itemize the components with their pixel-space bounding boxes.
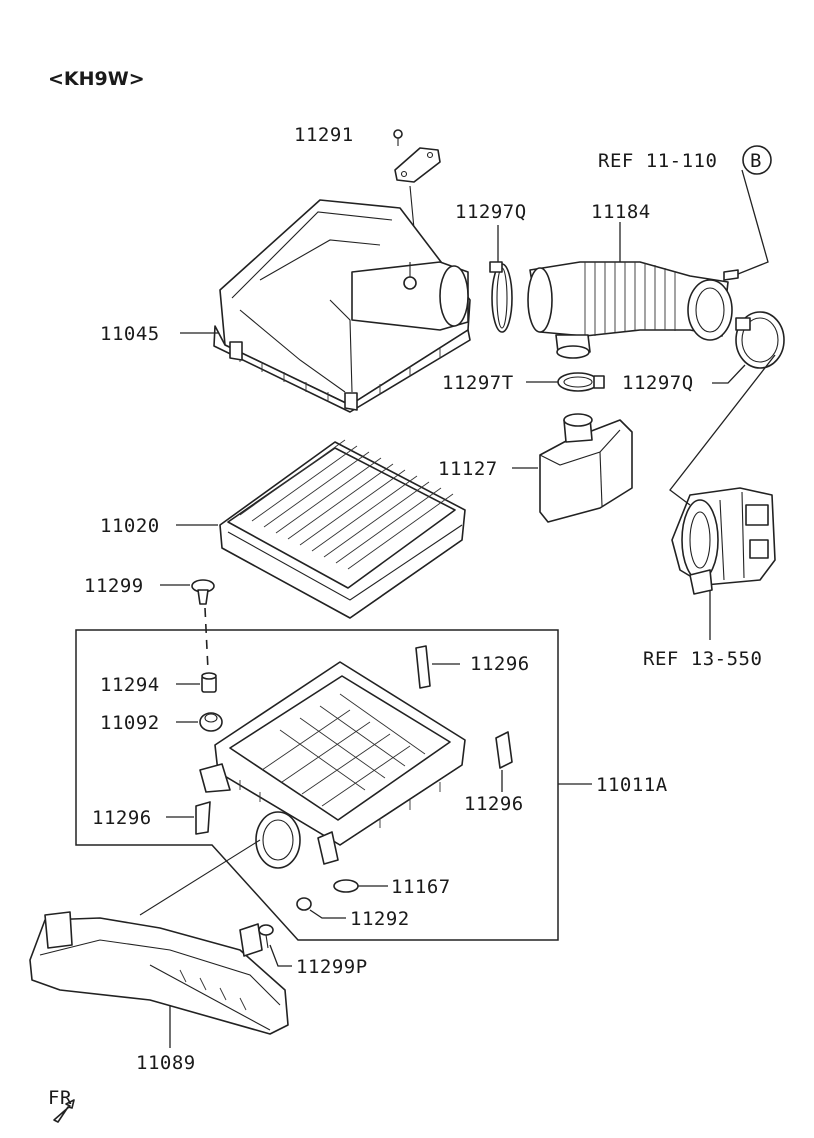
- label-11297q-right: 11297Q: [622, 372, 694, 394]
- seal-plate-drawing: [394, 147, 441, 183]
- label-11184: 11184: [591, 201, 651, 223]
- fr-arrow-icon: [53, 1099, 75, 1123]
- grommet-11167-drawing: [333, 879, 359, 893]
- grommet-11092-drawing: [199, 712, 223, 732]
- label-ref-11-110: REF 11-110: [598, 150, 717, 172]
- label-11296-left: 11296: [92, 807, 152, 829]
- bolt-11299p-drawing: [258, 924, 274, 949]
- label-11011a: 11011A: [596, 774, 668, 796]
- throttle-body-drawing: [671, 487, 776, 595]
- air-cleaner-case-drawing: [199, 661, 466, 869]
- model-code: <KH9W>: [48, 68, 145, 90]
- label-11127: 11127: [438, 458, 498, 480]
- leader-11297q-right: [712, 364, 746, 384]
- assembly-outline-box: [75, 629, 559, 941]
- label-11045: 11045: [100, 323, 160, 345]
- label-11294: 11294: [100, 674, 160, 696]
- label-11020: 11020: [100, 515, 160, 537]
- clamp-11297q-right-drawing: [735, 311, 785, 369]
- air-intake-duct-drawing: [29, 911, 289, 1035]
- sleeve-11294-drawing: [201, 672, 217, 693]
- bolt-11299-drawing: [191, 579, 215, 605]
- clip-11296-left-drawing: [195, 801, 211, 835]
- leader-11292: [309, 909, 346, 919]
- label-11296-right: 11296: [464, 793, 524, 815]
- label-ref-b: B: [750, 150, 762, 172]
- ref-b-circle: [742, 145, 772, 175]
- clamp-11297q-top-drawing: [489, 261, 513, 333]
- label-11299: 11299: [84, 575, 144, 597]
- label-11299p: 11299P: [296, 956, 368, 978]
- resonator-11127-drawing: [539, 413, 633, 523]
- label-ref-13-550: REF 13-550: [643, 648, 762, 670]
- label-11089: 11089: [136, 1052, 196, 1074]
- leader-11299p: [269, 944, 292, 967]
- label-11291: 11291: [294, 124, 354, 146]
- nut-11292-drawing: [296, 897, 312, 911]
- label-11167: 11167: [391, 876, 451, 898]
- bolt-guide-dashed: [204, 607, 209, 671]
- label-11092: 11092: [100, 712, 160, 734]
- label-11296-top: 11296: [470, 653, 530, 675]
- air-hose-11184-drawing: [527, 261, 739, 359]
- clip-11296-top-drawing: [415, 645, 431, 689]
- leader-hose-to-throttle: [669, 354, 776, 506]
- leader-ref-b: [737, 169, 769, 275]
- duct-connection-line: [139, 839, 261, 916]
- bolt-11291-drawing: [393, 129, 403, 146]
- air-filter-element-drawing: [219, 439, 466, 619]
- label-11292: 11292: [350, 908, 410, 930]
- clip-11296-right-drawing: [495, 731, 513, 769]
- label-11297t: 11297T: [442, 372, 514, 394]
- label-11297q-top: 11297Q: [455, 201, 527, 223]
- clamp-11297t-drawing: [557, 372, 605, 392]
- air-cleaner-cover-drawing: [213, 199, 471, 413]
- label-fr: FR: [48, 1087, 72, 1109]
